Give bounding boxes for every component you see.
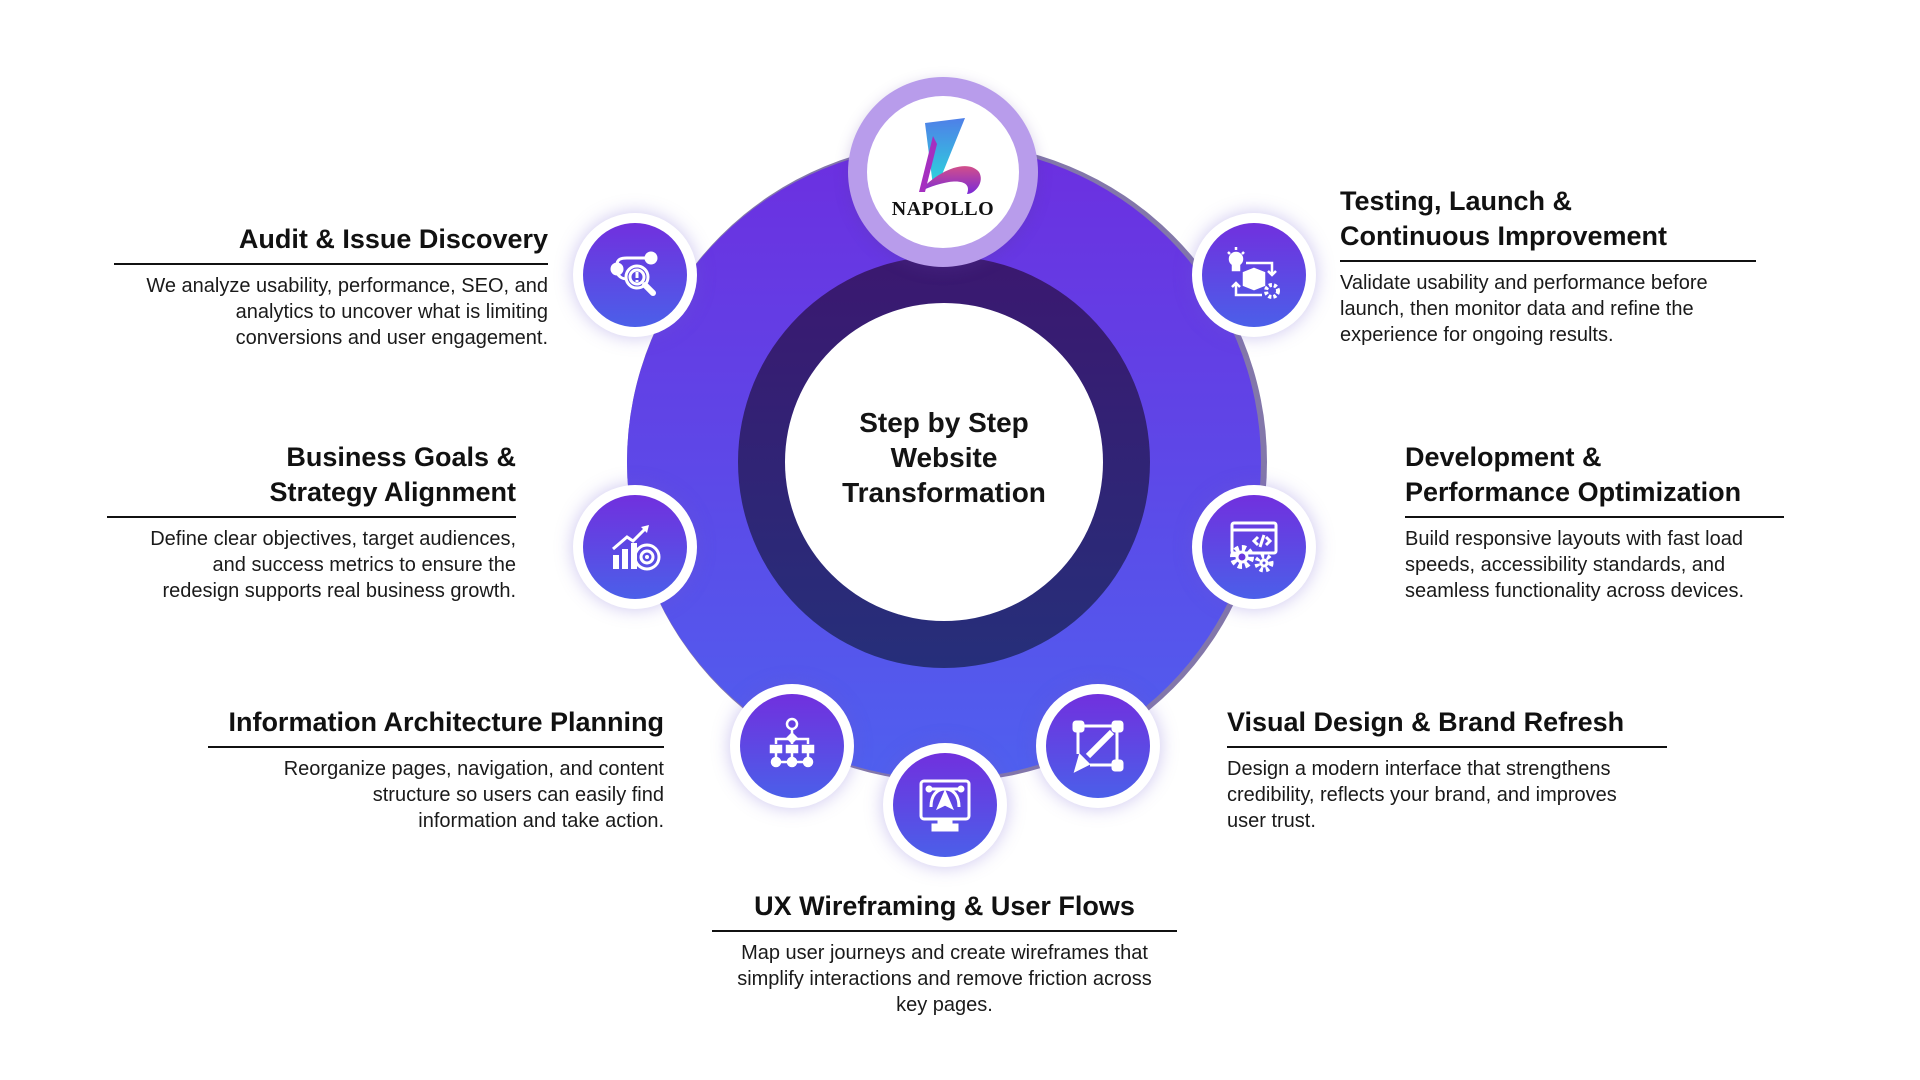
- step-ux: UX Wireframing & User Flows Map user jou…: [712, 889, 1177, 1018]
- center-title: Step by Step Website Transformation: [784, 405, 1104, 510]
- code-gears-icon: [1202, 495, 1306, 599]
- audit-magnifier-icon: [583, 223, 687, 327]
- center-line: Transformation: [842, 477, 1046, 508]
- center-line: Step by Step: [859, 407, 1029, 438]
- sitemap-hierarchy-icon: [740, 694, 844, 798]
- step-description: Define clear objectives, target audience…: [150, 528, 516, 602]
- step-title: Development &Performance Optimization: [1405, 440, 1784, 518]
- step-ia-node[interactable]: [730, 684, 854, 808]
- step-description: We analyze usability, performance, SEO, …: [146, 275, 548, 349]
- step-title: Audit & Issue Discovery: [114, 222, 548, 265]
- step-description: Validate usability and performance befor…: [1340, 272, 1708, 346]
- step-title: Information Architecture Planning: [208, 705, 664, 748]
- center-disc: [785, 303, 1103, 621]
- step-dev-node[interactable]: [1192, 485, 1316, 609]
- step-description: Map user journeys and create wireframes …: [737, 942, 1152, 1016]
- step-title: Business Goals &Strategy Alignment: [107, 440, 516, 518]
- step-audit: Audit & Issue Discovery We analyze usabi…: [114, 222, 548, 351]
- step-title: Testing, Launch &Continuous Improvement: [1340, 184, 1756, 262]
- step-testing: Testing, Launch &Continuous Improvement …: [1340, 184, 1756, 348]
- step-audit-node[interactable]: [573, 213, 697, 337]
- step-dev: Development &Performance Optimization Bu…: [1405, 440, 1784, 604]
- step-ia: Information Architecture Planning Reorga…: [208, 705, 664, 834]
- logo-wordmark: NAPOLLO: [891, 198, 995, 220]
- step-testing-node[interactable]: [1192, 213, 1316, 337]
- napollo-logo-icon: [919, 118, 981, 194]
- step-title: Visual Design & Brand Refresh: [1227, 705, 1667, 748]
- monitor-vector-pen-icon: [893, 753, 997, 857]
- step-goals: Business Goals &Strategy Alignment Defin…: [107, 440, 516, 604]
- step-description: Reorganize pages, navigation, and conten…: [283, 758, 664, 832]
- step-goals-node[interactable]: [573, 485, 697, 609]
- step-visual: Visual Design & Brand Refresh Design a m…: [1227, 705, 1667, 834]
- step-visual-node[interactable]: [1036, 684, 1160, 808]
- logo-badge: NAPOLLO: [848, 77, 1038, 267]
- idea-cube-cycle-icon: [1202, 223, 1306, 327]
- step-title: UX Wireframing & User Flows: [712, 889, 1177, 932]
- step-description: Design a modern interface that strengthe…: [1227, 758, 1617, 832]
- step-ux-node[interactable]: [883, 743, 1007, 867]
- design-pen-tool-icon: [1046, 694, 1150, 798]
- growth-chart-target-icon: [583, 495, 687, 599]
- center-line: Website: [890, 442, 998, 473]
